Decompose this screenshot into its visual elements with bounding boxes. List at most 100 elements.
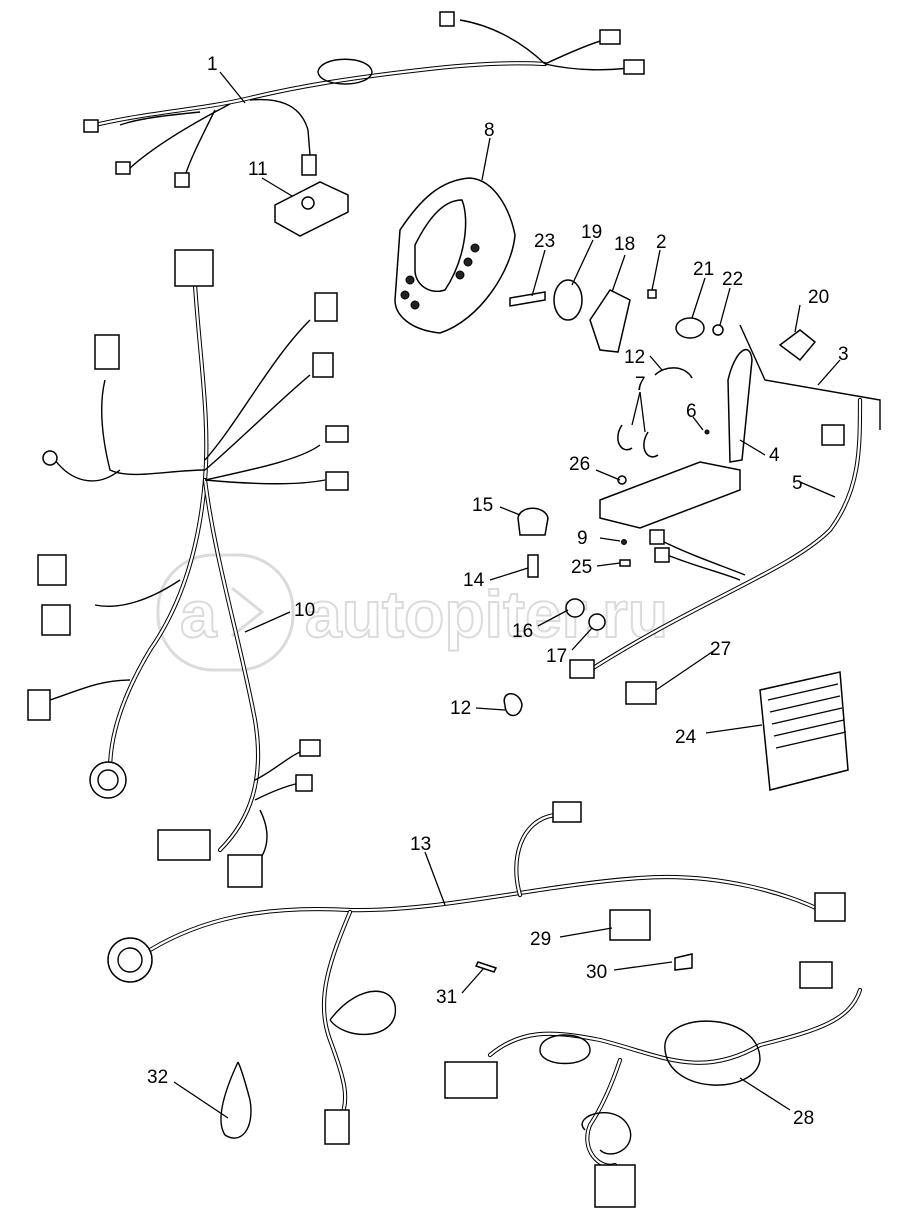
label-3: 3 (838, 344, 849, 365)
nut-9-icon (621, 539, 627, 545)
harness-28 (444, 961, 863, 1208)
label-25: 25 (571, 557, 592, 578)
parts-14-17 (517, 507, 631, 631)
clip-icon (654, 367, 693, 379)
label-6: 6 (686, 401, 697, 422)
bracket-icon (589, 289, 631, 353)
small-parts (509, 279, 817, 485)
label-7: 7 (635, 374, 646, 395)
harness-5 (569, 397, 863, 679)
connector-icon (569, 659, 595, 679)
connector-icon (599, 29, 621, 45)
connector-icon (799, 961, 833, 989)
spring-clip-icon (617, 424, 633, 451)
connector-icon (42, 450, 58, 466)
label-13: 13 (410, 834, 431, 855)
connector-icon (301, 154, 317, 176)
pin-icon (704, 429, 710, 435)
label-30: 30 (586, 962, 607, 983)
connector-27 (625, 681, 657, 705)
watermark-text: autopiter.ru (305, 577, 668, 651)
switch-14-icon (527, 554, 539, 578)
label-14: 14 (463, 570, 485, 591)
harness-13 (107, 801, 846, 1145)
label-26: 26 (569, 454, 590, 475)
label-8: 8 (484, 120, 495, 141)
connector-icon (649, 529, 665, 545)
connector-icon (314, 292, 338, 322)
connector-icon (623, 59, 645, 75)
label-31: 31 (436, 987, 457, 1008)
label-10: 10 (294, 600, 315, 621)
label-27: 27 (710, 639, 731, 660)
connector-icon (174, 172, 190, 188)
nut-icon (617, 475, 627, 485)
connector-icon (594, 1164, 636, 1208)
round-connector-icon (89, 761, 127, 799)
label-24: 24 (675, 727, 697, 748)
label-19: 19 (581, 222, 602, 243)
connector-icon (41, 604, 71, 636)
connector-icon (157, 829, 211, 861)
label-9: 9 (577, 528, 588, 549)
parts-29-32 (220, 909, 693, 1139)
harness-1 (83, 11, 645, 188)
label-32: 32 (147, 1067, 168, 1088)
watermark-glyph: a (180, 577, 218, 651)
grommet-icon (553, 279, 583, 321)
knob-icon (778, 329, 817, 362)
bracket-4 (599, 324, 881, 529)
part-labels: 1 2 3 4 5 6 7 8 9 10 11 12 12 13 14 15 1… (147, 54, 849, 1129)
label-12-bottom: 12 (450, 698, 471, 719)
harness-10 (27, 249, 349, 888)
connector-icon (324, 1109, 350, 1145)
connector-icon (821, 424, 845, 446)
spring-clip-icon (643, 431, 659, 458)
connector-icon (325, 471, 349, 491)
connector-icon (552, 801, 582, 823)
label-29: 29 (530, 929, 551, 950)
label-1: 1 (207, 54, 218, 75)
cap-15-icon (517, 507, 549, 536)
screw-25-icon (619, 559, 631, 567)
screw-icon (647, 289, 657, 299)
label-22: 22 (722, 269, 743, 290)
pin-31-icon (474, 961, 498, 973)
connector-icon (295, 774, 313, 792)
display-8 (394, 177, 516, 334)
label-11: 11 (248, 159, 268, 180)
label-16: 16 (512, 621, 533, 642)
label-28: 28 (793, 1108, 814, 1129)
connector-icon (814, 892, 846, 922)
label-12-top: 12 (624, 347, 645, 368)
cable-tie-12-icon (503, 693, 523, 717)
connector-icon (27, 689, 51, 721)
cap-icon (675, 317, 705, 339)
bracket-30-icon (674, 953, 693, 971)
plug-17-icon (588, 613, 606, 631)
connector-icon (325, 425, 349, 443)
connector-icon (115, 161, 131, 175)
label-23: 23 (534, 231, 555, 252)
round-connector-icon (107, 937, 153, 983)
connector-icon (174, 249, 214, 287)
connector-29-icon (609, 909, 651, 941)
label-17: 17 (546, 646, 567, 667)
label-18: 18 (614, 234, 635, 255)
label-15: 15 (472, 495, 493, 516)
label-2: 2 (656, 232, 667, 253)
controller-24 (759, 671, 849, 791)
connector-icon (312, 352, 334, 378)
connector-icon (227, 854, 263, 888)
washer-icon (712, 324, 724, 336)
module-11 (274, 181, 349, 237)
connector-icon (444, 1061, 498, 1099)
bolt-icon (509, 291, 546, 307)
plug-16-icon (565, 598, 585, 618)
connector-icon (37, 554, 67, 586)
connector-icon (654, 547, 670, 563)
connector-icon (83, 119, 99, 133)
cable-strap-32-icon (220, 1061, 252, 1139)
label-20: 20 (808, 287, 829, 308)
